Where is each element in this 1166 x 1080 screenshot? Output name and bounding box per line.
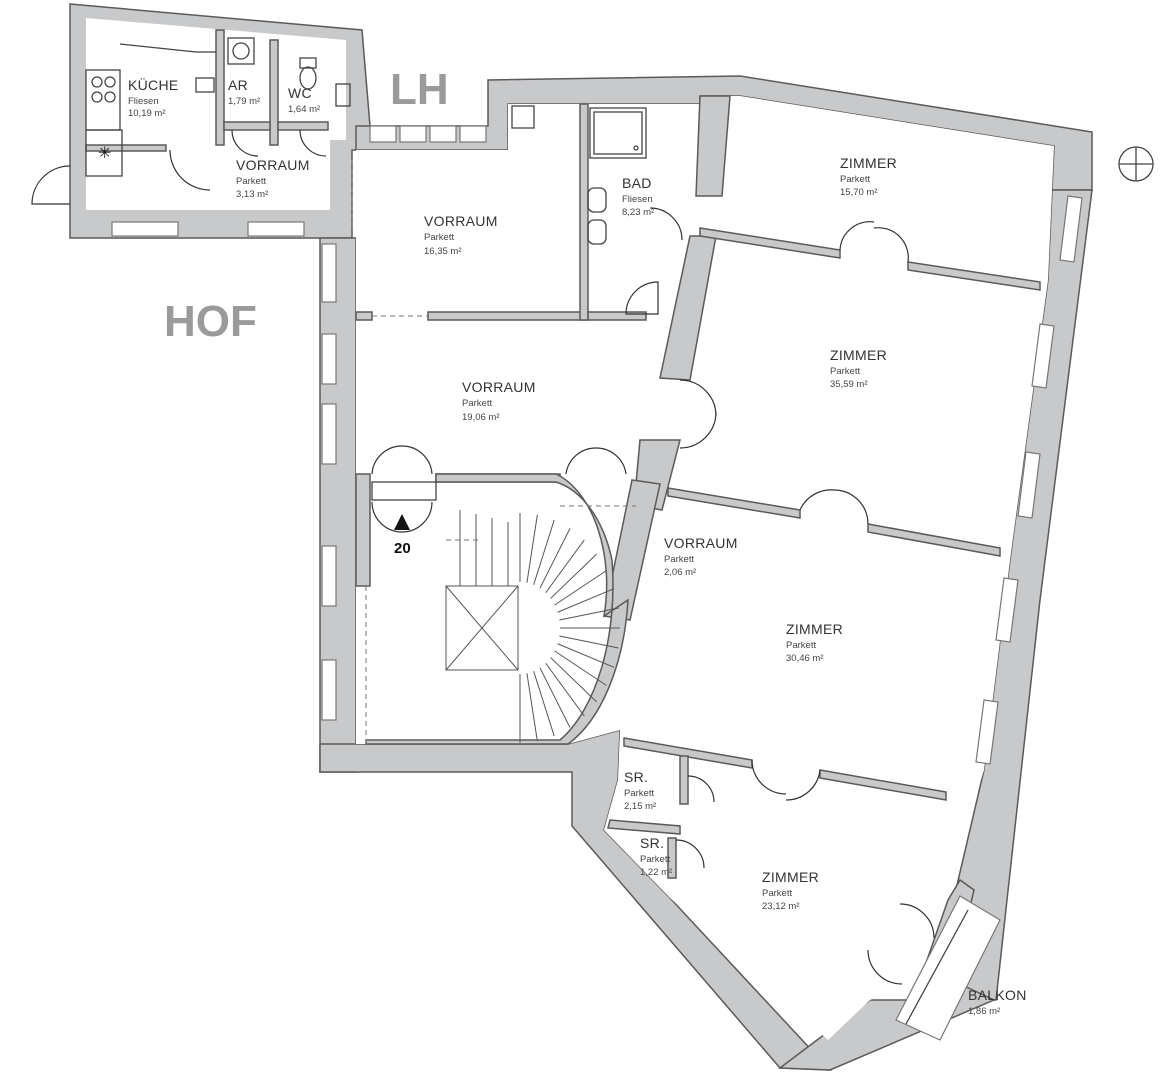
doors [371,207,935,985]
stair-tread [539,528,571,589]
room-label: AR 1,79 m² [228,77,260,107]
stair-tread [526,514,538,583]
svg-text:BAD: BAD [622,175,652,191]
svg-text:KÜCHE: KÜCHE [128,76,179,93]
svg-text:ZIMMER: ZIMMER [786,621,843,637]
svg-text:35,59 m²: 35,59 m² [830,379,868,390]
svg-text:Fliesen: Fliesen [622,194,653,205]
room-label: BAD Fliesen 8,23 m² [622,175,654,218]
room-label: SR. Parkett 2,15 m² [624,769,656,812]
stair-tread [559,607,619,621]
svg-text:19,06 m²: 19,06 m² [462,412,500,423]
svg-text:AR: AR [228,77,248,93]
svg-text:10,19 m²: 10,19 m² [128,108,166,119]
stair-tread [533,519,555,585]
svg-text:Parkett: Parkett [624,788,654,799]
svg-text:Parkett: Parkett [840,174,870,185]
room-label: VORRAUM Parkett 2,06 m² [664,535,738,578]
stair-tread [554,570,607,606]
interior [356,96,1054,1040]
svg-text:Parkett: Parkett [762,888,792,899]
room-label: BALKON 1,86 m² [968,987,1027,1017]
svg-text:1,79 m²: 1,79 m² [228,96,260,107]
stair-tread [545,662,585,717]
svg-text:WC: WC [288,85,312,101]
staircase [445,510,620,743]
svg-text:Parkett: Parkett [664,554,694,565]
windows [321,125,1083,765]
stair-tread [526,673,538,742]
annex-block: ✳ [31,3,373,239]
svg-text:23,12 m²: 23,12 m² [762,901,800,912]
svg-text:BALKON: BALKON [968,987,1027,1003]
svg-text:VORRAUM: VORRAUM [424,213,498,229]
svg-text:VORRAUM: VORRAUM [462,379,536,395]
dashed-lines [351,160,636,744]
svg-text:3,13 m²: 3,13 m² [236,189,268,200]
stair-tread [545,539,585,594]
stair-tread [559,635,619,649]
svg-text:16,35 m²: 16,35 m² [424,246,462,257]
entrance-marker: 20 [394,514,411,557]
svg-text:Parkett: Parkett [830,366,860,377]
interior-walls [355,95,1041,879]
svg-text:Parkett: Parkett [236,176,266,187]
svg-text:ZIMMER: ZIMMER [762,869,819,885]
svg-text:Parkett: Parkett [424,232,454,243]
stair-tread [554,650,607,686]
stair-tread [557,643,615,668]
svg-text:VORRAUM: VORRAUM [236,157,310,173]
room-label: ZIMMER Parkett 23,12 m² [762,869,819,912]
svg-text:2,15 m²: 2,15 m² [624,801,656,812]
svg-text:Parkett: Parkett [640,854,670,865]
room-label: VORRAUM Parkett 19,06 m² [462,379,536,423]
lh-label: LH [390,65,449,114]
stair-tread [557,588,615,613]
stair-tread [550,553,597,599]
room-label: SR. Parkett 1,22 m² [640,835,672,878]
room-label: ZIMMER Parkett 15,70 m² [840,155,897,198]
svg-text:Fliesen: Fliesen [128,96,159,107]
room-label: WC 1,64 m² [288,85,320,115]
room-label: ZIMMER Parkett 30,46 m² [786,621,843,664]
stair-tread [533,671,555,737]
bath-fixtures [511,105,647,245]
room-label: ZIMMER Parkett 35,59 m² [830,347,887,390]
stair-tread [539,667,571,728]
svg-text:1,22 m²: 1,22 m² [640,867,672,878]
svg-text:2,06 m²: 2,06 m² [664,567,696,578]
compass-icon [1118,146,1154,182]
svg-text:SR.: SR. [624,769,648,785]
room-label: VORRAUM Parkett 3,13 m² [236,157,310,200]
hof-label: HOF [164,297,257,346]
svg-text:Parkett: Parkett [786,640,816,651]
balcony [895,895,1001,1041]
svg-text:8,23 m²: 8,23 m² [622,207,654,218]
svg-text:SR.: SR. [640,835,664,851]
svg-text:VORRAUM: VORRAUM [664,535,738,551]
svg-text:1,64 m²: 1,64 m² [288,104,320,115]
svg-text:Parkett: Parkett [462,398,492,409]
svg-text:ZIMMER: ZIMMER [830,347,887,363]
svg-text:1,86 m²: 1,86 m² [968,1006,1000,1017]
room-label: VORRAUM Parkett 16,35 m² [424,213,498,257]
svg-text:ZIMMER: ZIMMER [840,155,897,171]
stair-tread [550,657,597,703]
entrance-number: 20 [394,540,411,557]
svg-text:✳: ✳ [98,145,111,162]
svg-text:30,46 m²: 30,46 m² [786,653,824,664]
svg-text:15,70 m²: 15,70 m² [840,187,878,198]
